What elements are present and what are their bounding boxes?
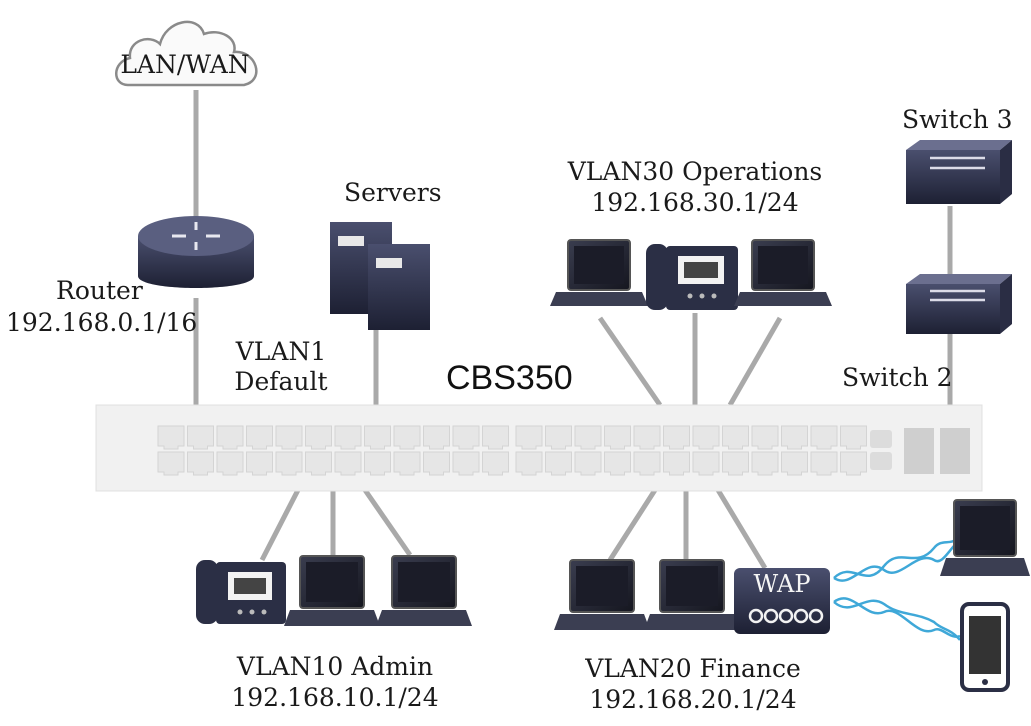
ethernet-port — [275, 425, 303, 450]
vlan30-laptop-left-icon — [550, 239, 648, 306]
ethernet-port — [545, 451, 572, 476]
link-vlan30-laptop2 — [727, 316, 783, 407]
ethernet-port — [722, 425, 749, 450]
link-cbs-wap — [715, 488, 768, 570]
ethernet-port — [246, 451, 273, 476]
wireless-laptop-icon — [940, 499, 1030, 576]
ethernet-port — [187, 425, 214, 450]
ethernet-port — [275, 451, 303, 476]
ethernet-port — [305, 425, 332, 450]
ethernet-port — [604, 451, 631, 476]
vlan10-laptop-right-icon — [376, 555, 472, 626]
switch2-icon — [906, 274, 1012, 334]
ethernet-port — [423, 451, 450, 476]
ethernet-port — [423, 425, 450, 450]
vlan30-subnet: 192.168.30.1/24 — [591, 188, 799, 217]
ethernet-port — [482, 425, 509, 450]
router-icon — [138, 216, 254, 288]
ethernet-port — [840, 425, 867, 450]
server-icon — [330, 222, 430, 330]
wireless-signal-icon — [833, 537, 961, 641]
ethernet-port — [393, 451, 421, 476]
link-vlan30-laptop1 — [597, 316, 663, 407]
ethernet-port — [781, 425, 808, 450]
cbs350-label: CBS350 — [446, 359, 573, 397]
ethernet-port — [334, 425, 362, 450]
ethernet-port — [722, 451, 749, 476]
ethernet-port — [574, 425, 602, 450]
sfp-ports — [870, 428, 970, 474]
vlan1-desc: Default — [234, 367, 328, 396]
vlan30-name: VLAN30 Operations — [567, 157, 823, 186]
ethernet-port — [751, 425, 779, 450]
ethernet-port — [334, 451, 362, 476]
router-ip: 192.168.0.1/16 — [6, 308, 198, 337]
ethernet-port — [515, 425, 543, 450]
vlan30-laptop-right-icon — [734, 239, 832, 306]
cloud-label: LAN/WAN — [120, 50, 250, 79]
vlan10-name: VLAN10 Admin — [236, 652, 434, 681]
ethernet-port — [545, 425, 572, 450]
ethernet-port — [810, 451, 838, 476]
smartphone-icon — [960, 602, 1010, 692]
servers-label: Servers — [344, 178, 442, 207]
ethernet-port — [452, 425, 480, 450]
ethernet-port — [364, 425, 391, 450]
cbs350-switch — [95, 404, 983, 492]
vlan1-name: VLAN1 — [235, 337, 327, 366]
router-name: Router — [56, 276, 143, 305]
ethernet-port — [810, 425, 838, 450]
switch3-icon — [906, 140, 1012, 204]
ethernet-port — [246, 425, 273, 450]
links — [193, 90, 953, 570]
vlan30-phone-icon — [646, 244, 738, 310]
ethernet-port — [216, 425, 244, 450]
ethernet-port — [305, 451, 332, 476]
link-cbs-vlan10-phone — [259, 488, 301, 562]
ethernet-port — [751, 451, 779, 476]
vlan10-phone-icon — [196, 560, 286, 624]
ethernet-port — [692, 425, 720, 450]
ethernet-port — [515, 451, 543, 476]
ethernet-port — [482, 451, 509, 476]
wap-label: WAP — [754, 570, 811, 598]
ethernet-port — [157, 451, 185, 476]
ethernet-port — [633, 425, 661, 450]
ethernet-port — [663, 451, 690, 476]
link-cbs-vlan10-laptop2 — [362, 488, 413, 557]
vlan10-subnet: 192.168.10.1/24 — [231, 683, 439, 712]
ethernet-port — [364, 451, 391, 476]
ethernet-port — [781, 451, 808, 476]
ethernet-port — [604, 425, 631, 450]
switch-ports — [157, 425, 867, 476]
ethernet-port — [452, 451, 480, 476]
switch2-label: Switch 2 — [842, 363, 953, 392]
ethernet-port — [187, 451, 214, 476]
vlan20-subnet: 192.168.20.1/24 — [589, 685, 797, 714]
vlan10-laptop-left-icon — [284, 555, 380, 626]
ethernet-port — [840, 451, 867, 476]
ethernet-port — [216, 451, 244, 476]
ethernet-port — [663, 425, 690, 450]
ethernet-port — [157, 425, 185, 450]
link-cbs-vlan20-laptop1 — [607, 488, 658, 562]
ethernet-port — [633, 451, 661, 476]
vlan20-name: VLAN20 Finance — [585, 654, 801, 683]
vlan20-laptop-right-icon — [644, 559, 740, 630]
cloud-icon — [115, 20, 258, 87]
ethernet-port — [393, 425, 421, 450]
ethernet-port — [574, 451, 602, 476]
ethernet-port — [692, 451, 720, 476]
switch3-label: Switch 3 — [902, 105, 1013, 134]
vlan20-laptop-left-icon — [554, 559, 650, 630]
wap-icon: WAP — [734, 568, 830, 634]
